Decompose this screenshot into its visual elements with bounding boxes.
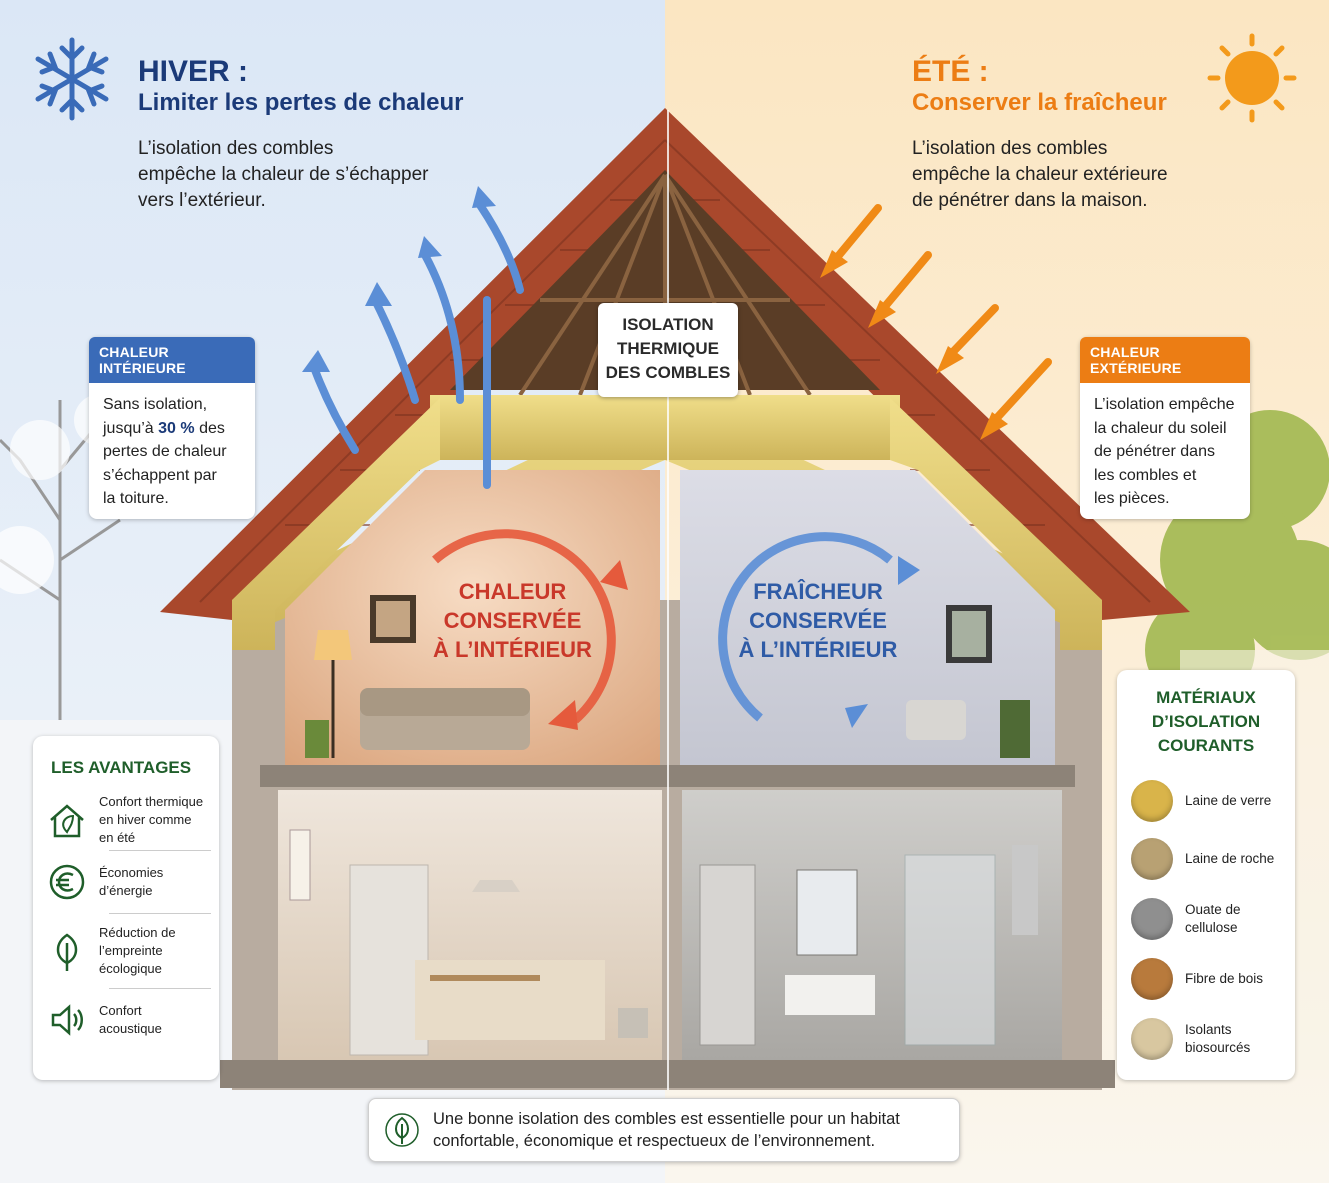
speaker-icon bbox=[51, 1004, 83, 1036]
advantage-item: Réduction de l’empreinte écologique bbox=[45, 914, 211, 988]
cellulose-swatch bbox=[1131, 898, 1173, 940]
advantage-item: Confort thermique en hiver comme en été bbox=[45, 790, 211, 850]
materials-panel: MATÉRIAUX D’ISOLATION COURANTS Laine de … bbox=[1117, 670, 1295, 1080]
material-item: Ouate de cellulose bbox=[1131, 888, 1295, 950]
summer-description: L’isolation des combles empêche la chale… bbox=[912, 138, 1168, 211]
winter-title: HIVER : bbox=[138, 55, 249, 88]
footer-banner: Une bonne isolation des combles est esse… bbox=[368, 1098, 960, 1162]
materials-heading: MATÉRIAUX D’ISOLATION COURANTS bbox=[1151, 688, 1261, 755]
advantage-item: Confort acoustique bbox=[45, 989, 211, 1051]
wood-fiber-swatch bbox=[1131, 958, 1173, 1000]
snowflake-icon bbox=[35, 37, 109, 121]
footer-text: Une bonne isolation des combles est esse… bbox=[433, 1110, 900, 1150]
biobased-swatch bbox=[1131, 1018, 1173, 1060]
material-item: Isolants biosourcés bbox=[1131, 1008, 1295, 1070]
material-item: Laine de verre bbox=[1131, 772, 1295, 830]
winter-subtitle: Limiter les pertes de chaleur bbox=[138, 89, 464, 116]
leaf-icon bbox=[385, 1113, 419, 1147]
attic-insulation-label: ISOLATION THERMIQUE DES COMBLES bbox=[598, 303, 738, 397]
heat-kept-label: CHALEUR CONSERVÉE À L’INTÉRIEUR bbox=[433, 579, 592, 662]
coolness-kept-label: FRAÎCHEUR CONSERVÉE À L’INTÉRIEUR bbox=[738, 579, 898, 662]
glass-wool-swatch bbox=[1131, 780, 1173, 822]
advantages-heading: LES AVANTAGES bbox=[51, 758, 192, 777]
summer-title: ÉTÉ : bbox=[912, 55, 989, 88]
sun-icon bbox=[1207, 33, 1297, 123]
advantages-panel: LES AVANTAGES Confort thermique en hiver… bbox=[33, 736, 219, 1080]
rock-wool-swatch bbox=[1131, 838, 1173, 880]
summer-subtitle: Conserver la fraîcheur bbox=[912, 89, 1167, 116]
winter-description: L’isolation des combles empêche la chale… bbox=[138, 138, 429, 211]
material-item: Laine de roche bbox=[1131, 830, 1295, 888]
leaf-icon bbox=[56, 933, 78, 971]
exterior-heat-card-heading: CHALEUR EXTÉRIEURE bbox=[1080, 337, 1250, 383]
heat-loss-percentage: 30 % bbox=[158, 419, 195, 437]
interior-heat-card-heading: CHALEUR INTÉRIEURE bbox=[89, 337, 255, 383]
exterior-heat-card: CHALEUR EXTÉRIEURE L’isolation empêche l… bbox=[1080, 337, 1250, 519]
exterior-heat-card-text: L’isolation empêche la chaleur du soleil… bbox=[1094, 396, 1235, 507]
advantage-item: Économies d’énergie bbox=[45, 851, 211, 913]
interior-heat-card: CHALEUR INTÉRIEURE Sans isolation, jusqu… bbox=[89, 337, 255, 519]
house-leaf-icon bbox=[50, 804, 84, 838]
euro-icon bbox=[49, 864, 85, 900]
material-item: Fibre de bois bbox=[1131, 950, 1295, 1008]
interior-heat-card-text: Sans isolation, jusqu’à 30 % des pertes … bbox=[103, 396, 227, 507]
